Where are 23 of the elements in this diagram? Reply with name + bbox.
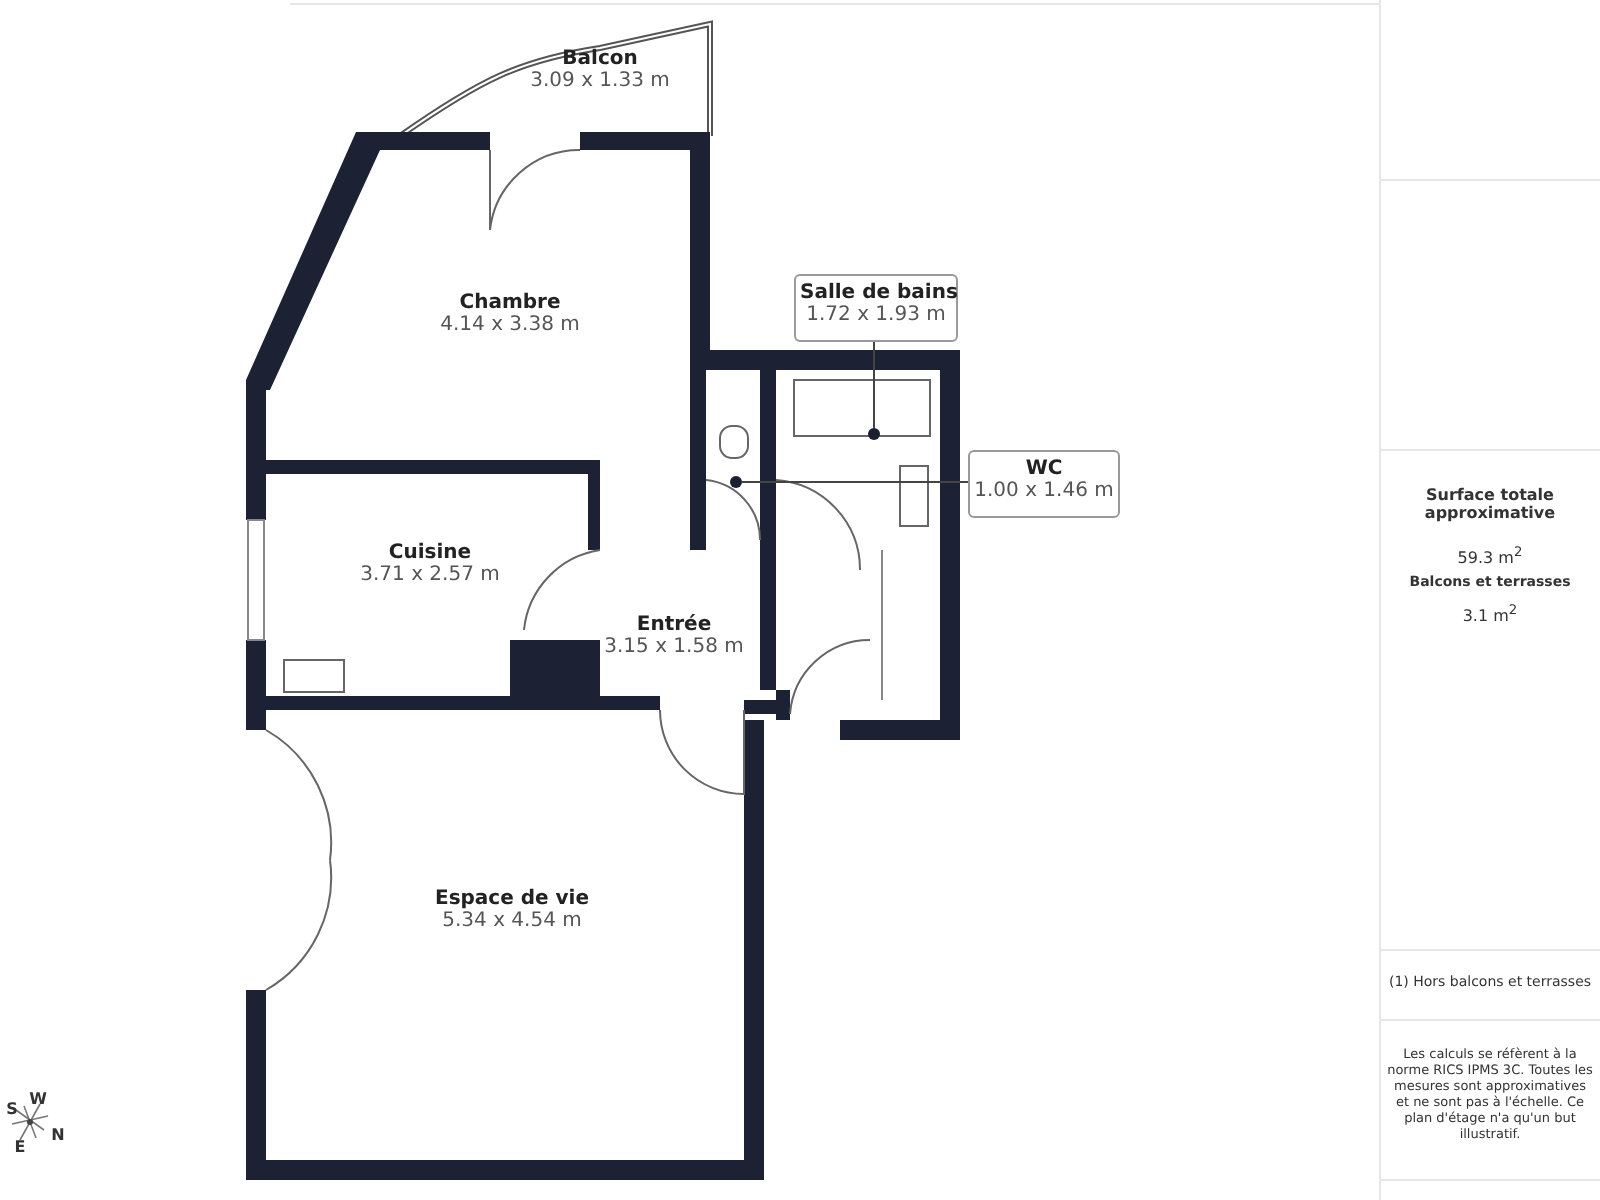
compass-letter: N (49, 1126, 67, 1144)
room-name: Cuisine (386, 542, 474, 564)
room-dimensions: 5.34 x 4.54 m (440, 910, 584, 932)
room-label-card: WC 1.00 x 1.46 m (968, 450, 1120, 518)
leader-line (873, 341, 875, 429)
room-name: Entrée (634, 614, 714, 636)
room-dimensions: 3.09 x 1.33 m (528, 70, 672, 92)
room-name: Espace de vie (432, 888, 592, 910)
area-value: 3.1 m$^{2}$ (1460, 602, 1520, 626)
leader-dot (730, 476, 742, 488)
room-name: Balcon (560, 48, 640, 70)
area-heading: Surface totale approximative (1422, 486, 1558, 522)
room-dimensions: 4.14 x 3.38 m (438, 314, 582, 336)
room-dimensions: 3.15 x 1.58 m (602, 636, 746, 658)
compass-letter: S (4, 1100, 20, 1118)
compass-letter: W (28, 1090, 48, 1108)
leader-dot (868, 428, 880, 440)
area-value: 59.3 m$^{2}$ (1455, 544, 1525, 568)
leader-line (741, 481, 969, 483)
room-dimensions: 3.71 x 2.57 m (358, 564, 502, 586)
compass-letter: E (12, 1138, 28, 1156)
room-name: Chambre (457, 292, 563, 314)
room-label-card: Salle de bains 1.72 x 1.93 m (794, 274, 958, 342)
